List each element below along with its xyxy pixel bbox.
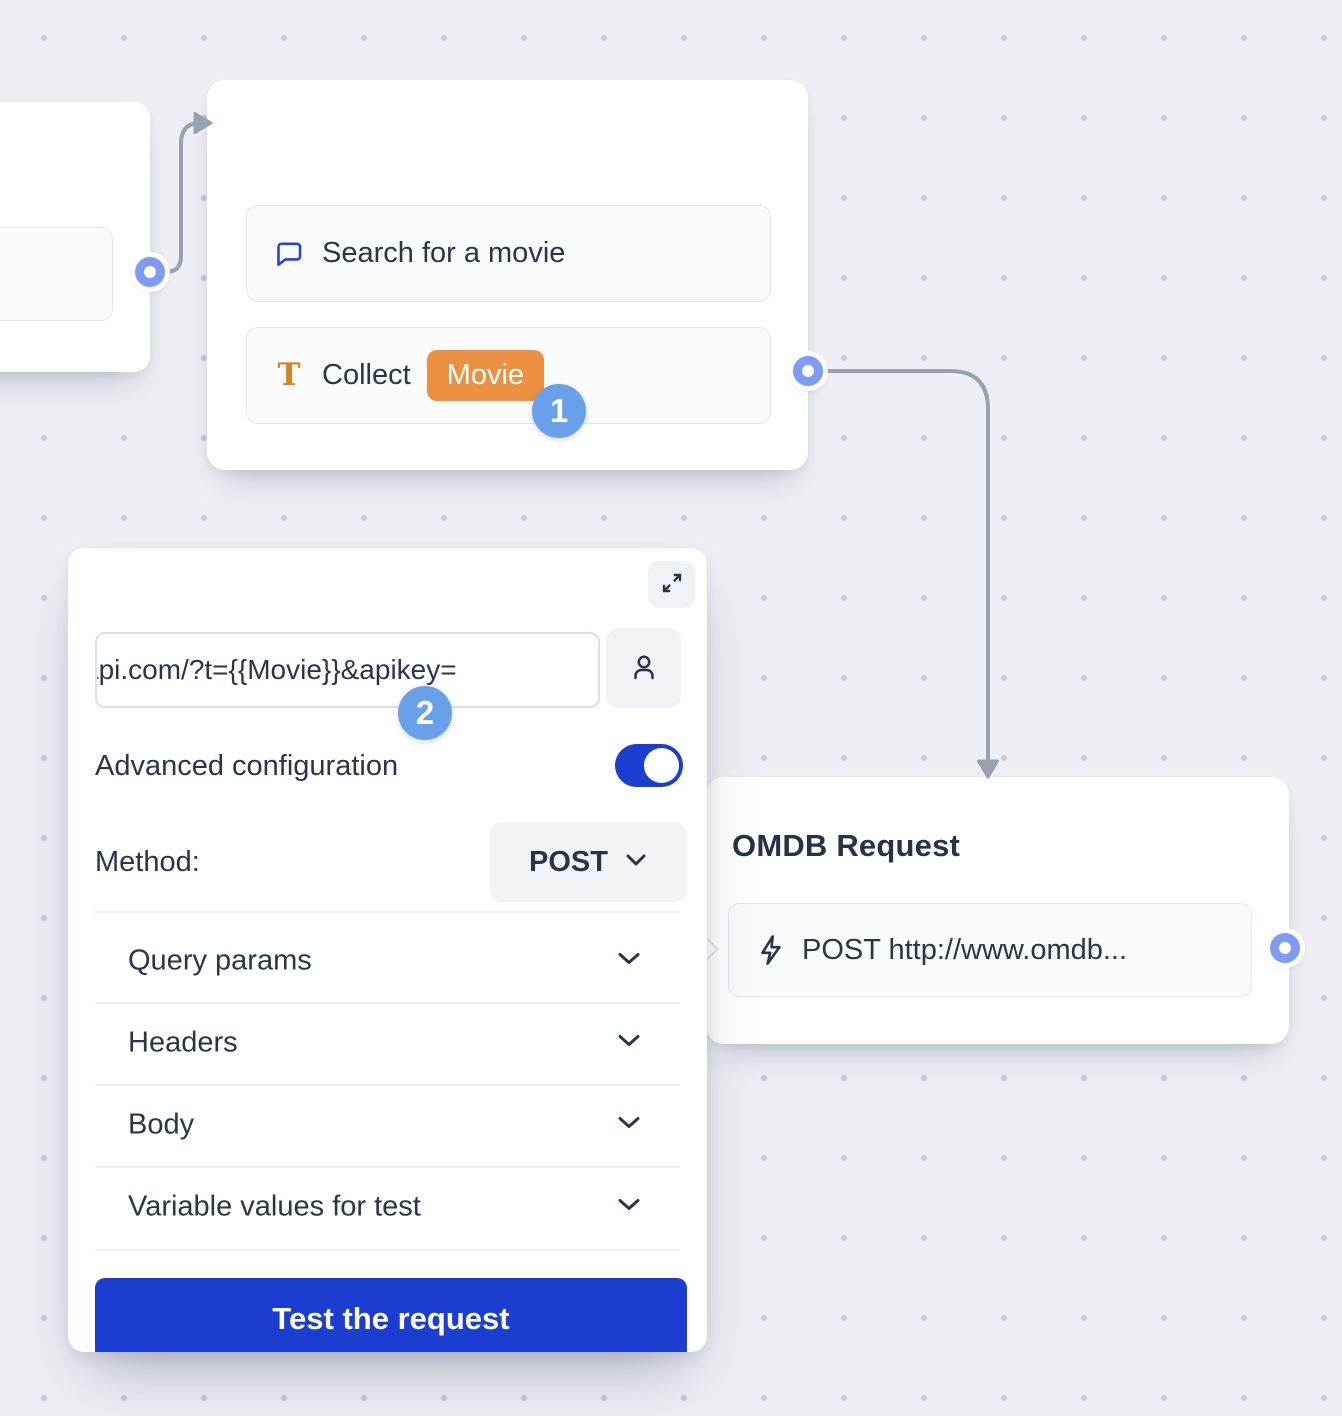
expand-button[interactable] xyxy=(648,561,695,608)
url-input[interactable]: api.com/?t={{Movie}}&apikey= xyxy=(95,632,600,708)
method-label: Method: xyxy=(95,846,200,878)
collect-block[interactable]: T Collect Movie xyxy=(246,327,771,424)
output-port-dot[interactable] xyxy=(135,257,165,287)
text-icon: T xyxy=(277,357,301,393)
variables-button[interactable] xyxy=(606,628,681,708)
section-label: Headers xyxy=(128,1026,238,1059)
partial-node-card[interactable] xyxy=(0,102,150,372)
step-badge-2: 2 xyxy=(398,686,452,740)
person-icon xyxy=(628,651,660,686)
chevron-down-icon xyxy=(616,1033,642,1054)
section-label: Query params xyxy=(128,944,312,977)
method-select[interactable]: POST xyxy=(490,822,687,902)
message-block[interactable]: Search for a movie xyxy=(246,205,771,302)
advanced-config-label: Advanced configuration xyxy=(95,750,399,782)
output-port-dot[interactable] xyxy=(793,356,823,386)
variable-badge[interactable]: Movie xyxy=(426,350,545,401)
chevron-down-icon xyxy=(616,1197,642,1218)
divider xyxy=(95,1249,680,1251)
url-input-value: api.com/?t={{Movie}}&apikey= xyxy=(95,654,457,685)
section-label: Body xyxy=(128,1108,195,1141)
message-block-label: Search for a movie xyxy=(322,237,566,269)
chevron-down-icon xyxy=(624,852,648,873)
divider xyxy=(95,1166,680,1168)
webhook-block[interactable]: POST http://www.omdb... xyxy=(728,903,1252,997)
chevron-down-icon xyxy=(616,951,642,972)
lightning-icon xyxy=(756,933,786,967)
toggle-knob xyxy=(644,748,679,783)
arrow-edge xyxy=(156,121,202,274)
arrow-edge xyxy=(816,369,990,762)
collect-block-label: Collect xyxy=(322,359,411,391)
advanced-config-toggle[interactable] xyxy=(615,744,683,787)
section-label: Variable values for test xyxy=(128,1190,421,1223)
step-badge-1: 1 xyxy=(532,384,586,438)
webhook-block-label: POST http://www.omdb... xyxy=(802,933,1128,966)
section-headers[interactable]: Headers xyxy=(68,1003,707,1083)
method-value: POST xyxy=(529,845,608,878)
section-variable-values[interactable]: Variable values for test xyxy=(68,1167,707,1247)
omdb-request-node[interactable]: OMDB Request POST http://www.omdb... xyxy=(706,777,1289,1044)
partial-node-item[interactable] xyxy=(0,227,113,321)
divider xyxy=(95,1002,680,1004)
output-port-dot[interactable] xyxy=(1270,933,1300,963)
divider xyxy=(95,1084,680,1086)
expand-icon xyxy=(658,569,686,600)
divider xyxy=(95,911,680,913)
section-query-params[interactable]: Query params xyxy=(68,921,707,1001)
chevron-down-icon xyxy=(616,1115,642,1136)
webhook-config-panel: api.com/?t={{Movie}}&apikey= 2 Advanced … xyxy=(68,548,707,1352)
arrowhead-down xyxy=(977,759,999,779)
chat-bubble-icon xyxy=(274,239,304,269)
section-body[interactable]: Body xyxy=(68,1085,707,1165)
node-title: OMDB Request xyxy=(732,828,961,863)
test-request-button[interactable]: Test the request xyxy=(95,1278,687,1352)
